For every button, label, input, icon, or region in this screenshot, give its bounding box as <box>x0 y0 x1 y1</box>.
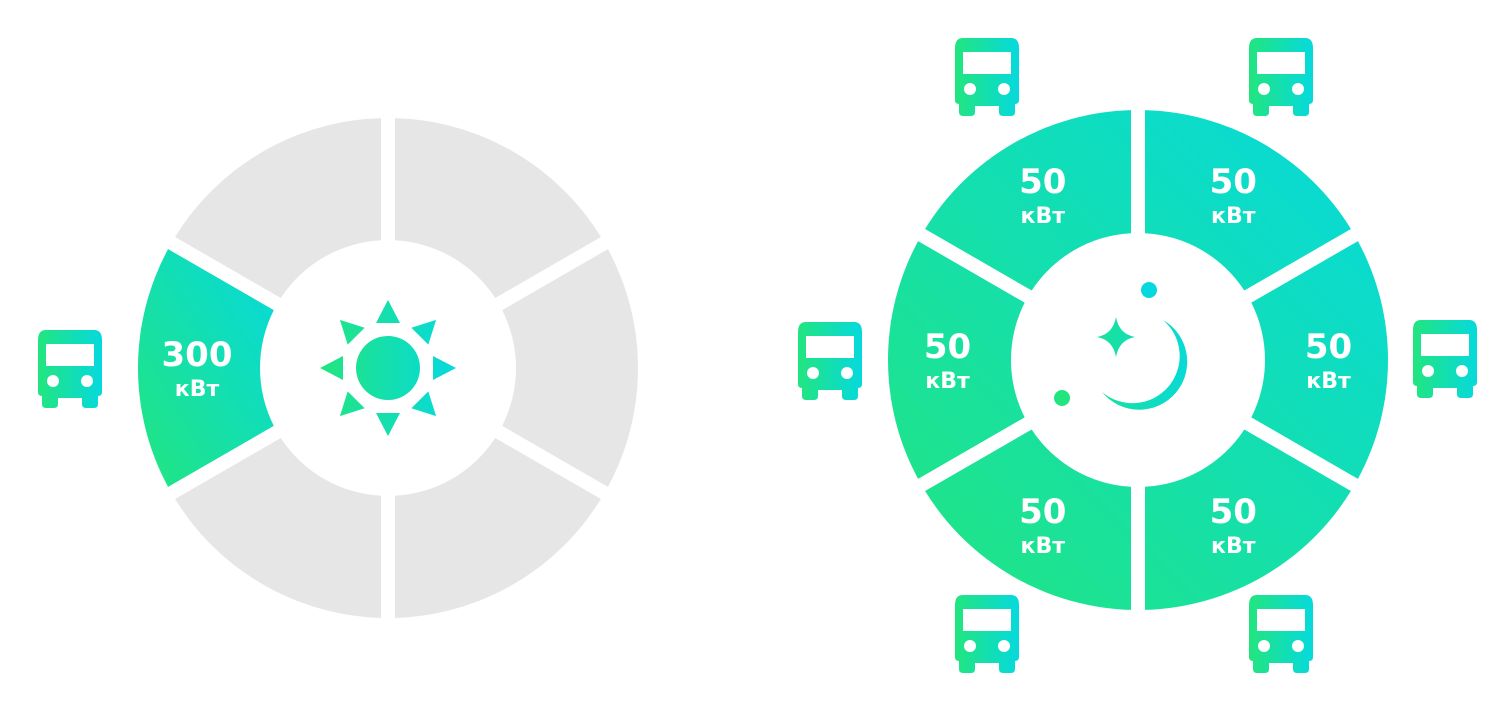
star-dot <box>1141 282 1157 298</box>
bus-icon <box>955 595 1019 673</box>
night-buses <box>798 38 1477 673</box>
sun-ray <box>433 356 456 380</box>
segment-bottom-right-inactive <box>395 437 601 618</box>
segment-power-unit: кВт <box>1021 534 1066 559</box>
segment-top-right-active <box>1145 110 1351 291</box>
sun-ray <box>411 391 437 417</box>
segment-power-unit: кВт <box>1306 369 1351 394</box>
segment-left-active <box>138 249 274 487</box>
segment-bottom-left-inactive <box>175 437 381 618</box>
bus-icon <box>1249 38 1313 116</box>
day-buses <box>38 330 102 408</box>
moon-stars-icon <box>1054 282 1188 410</box>
sparkle-star <box>1097 317 1135 357</box>
segment-power-value: 50 <box>1210 492 1257 532</box>
sun-ray <box>320 356 343 380</box>
segment-left-active <box>888 241 1025 479</box>
bus-icon <box>38 330 102 408</box>
sun-icon <box>320 300 456 436</box>
segment-bottom-right-active <box>1145 429 1351 610</box>
segment-top-left-active <box>925 110 1131 291</box>
sun-ray <box>376 413 400 436</box>
segment-power-unit: кВт <box>1021 204 1066 229</box>
segment-top-right-inactive <box>395 118 601 299</box>
segment-power-unit: кВт <box>175 377 220 402</box>
bus-icon <box>1249 595 1313 673</box>
sun-core <box>356 336 420 400</box>
sun-ray <box>376 300 400 323</box>
night-ring <box>888 110 1389 610</box>
day-ring <box>138 118 638 618</box>
segment-power-value: 50 <box>1019 162 1066 202</box>
bus-icon <box>798 322 862 400</box>
segment-power-value: 50 <box>1305 327 1352 367</box>
segment-right-inactive <box>502 249 638 487</box>
segment-right-active <box>1251 241 1389 479</box>
sun-ray <box>339 319 365 345</box>
segment-bottom-left-active <box>925 429 1131 610</box>
sun-ray <box>339 391 365 417</box>
segment-power-value: 50 <box>1019 492 1066 532</box>
segment-power-unit: кВт <box>1211 204 1256 229</box>
segment-top-left-inactive <box>175 118 381 299</box>
segment-power-unit: кВт <box>925 369 970 394</box>
segment-power-value: 50 <box>924 327 971 367</box>
segment-power-value: 300 <box>162 335 233 375</box>
sun-ray <box>411 319 437 345</box>
bus-icon <box>955 38 1019 116</box>
segment-power-unit: кВт <box>1211 534 1256 559</box>
star-dot <box>1054 390 1070 406</box>
bus-icon <box>1413 320 1477 398</box>
segment-power-value: 50 <box>1210 162 1257 202</box>
